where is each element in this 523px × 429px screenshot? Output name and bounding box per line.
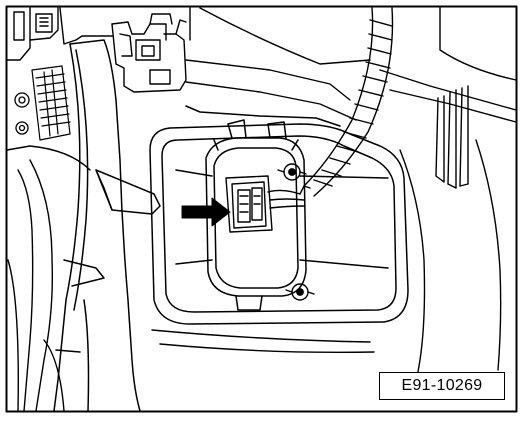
- dashboard-top-left: [6, 7, 113, 61]
- vent-grille: [31, 65, 71, 141]
- figure-reference-label: E91-10269: [379, 372, 505, 400]
- round-fastener-left: [14, 92, 30, 135]
- dash-trim-piece: [53, 39, 161, 412]
- top-bracket: [111, 13, 187, 93]
- wiring-harness: [303, 7, 394, 197]
- indicator-arrow: [181, 197, 231, 227]
- upper-dash-lines: [185, 7, 517, 123]
- right-lower-panel: [151, 139, 502, 373]
- blower-housing: [175, 119, 389, 311]
- left-side-panel: [6, 145, 91, 412]
- screw-upper: [277, 163, 307, 181]
- electrical-connector: [225, 175, 311, 233]
- cover-panel: [149, 105, 409, 325]
- right-side-blades: [435, 85, 469, 189]
- figure-frame: [5, 5, 518, 413]
- screw-lower: [285, 283, 315, 301]
